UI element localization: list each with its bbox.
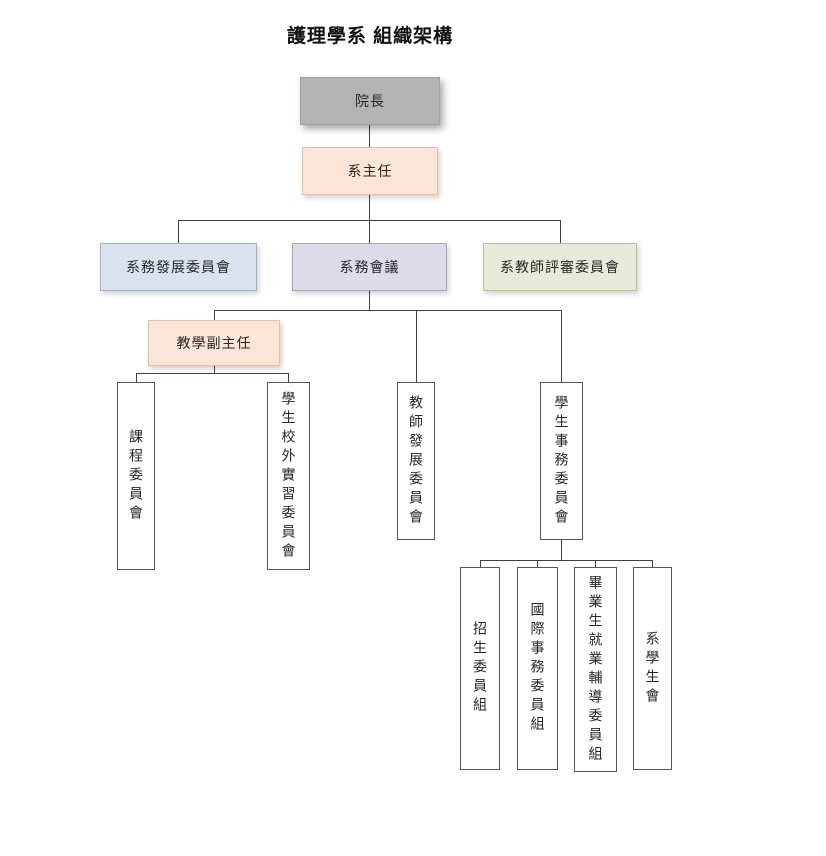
org-node-teacher-review: 系教師評審委員會 [483,243,637,291]
connector-to-student-affairs [561,310,562,382]
connector-to-student-assoc [652,560,653,567]
connector-to-curriculum [136,373,137,382]
org-node-internship-committee: 學生校外實習委員會 [267,382,310,570]
connector-meeting-branch [369,291,370,310]
connector-level5-horizontal [480,560,653,561]
connector-to-dev-committee [178,220,179,243]
connector-vice-chair-branch [214,366,215,374]
connector-level3-horizontal [214,310,562,311]
connector-level4-horizontal [136,373,289,374]
connector-to-dept-meeting [369,220,370,243]
connector-to-admissions [480,560,481,567]
org-node-curriculum-committee: 課程委員會 [117,382,155,570]
org-node-dev-committee: 系務發展委員會 [100,243,257,291]
connector-to-teacher-review [560,220,561,243]
connector-to-grad-employment [595,560,596,567]
org-node-intl-affairs-group: 國際事務委員組 [517,567,558,770]
connector-dean-chair [369,125,370,147]
org-node-vice-chair: 教學副主任 [148,320,280,366]
connector-to-intl-affairs [537,560,538,567]
org-node-grad-employment-group: 畢業生就業輔導委員組 [574,567,617,772]
org-node-dept-meeting: 系務會議 [292,243,447,291]
org-node-teacher-dev-committee: 教師發展委員會 [397,382,435,540]
connector-to-vice-chair [214,310,215,320]
org-node-student-affairs-committee: 學生事務委員會 [540,382,583,540]
connector-student-affairs-branch [561,540,562,560]
org-node-chair: 系主任 [302,147,438,195]
connector-to-teacher-dev [416,310,417,382]
chart-title: 護理學系 組織架構 [286,26,454,47]
connector-to-internship [288,373,289,382]
connector-chair-branch [369,195,370,220]
org-node-student-association: 系學生會 [633,567,672,770]
org-node-dean: 院長 [300,77,440,125]
org-node-admissions-group: 招生委員組 [460,567,500,770]
